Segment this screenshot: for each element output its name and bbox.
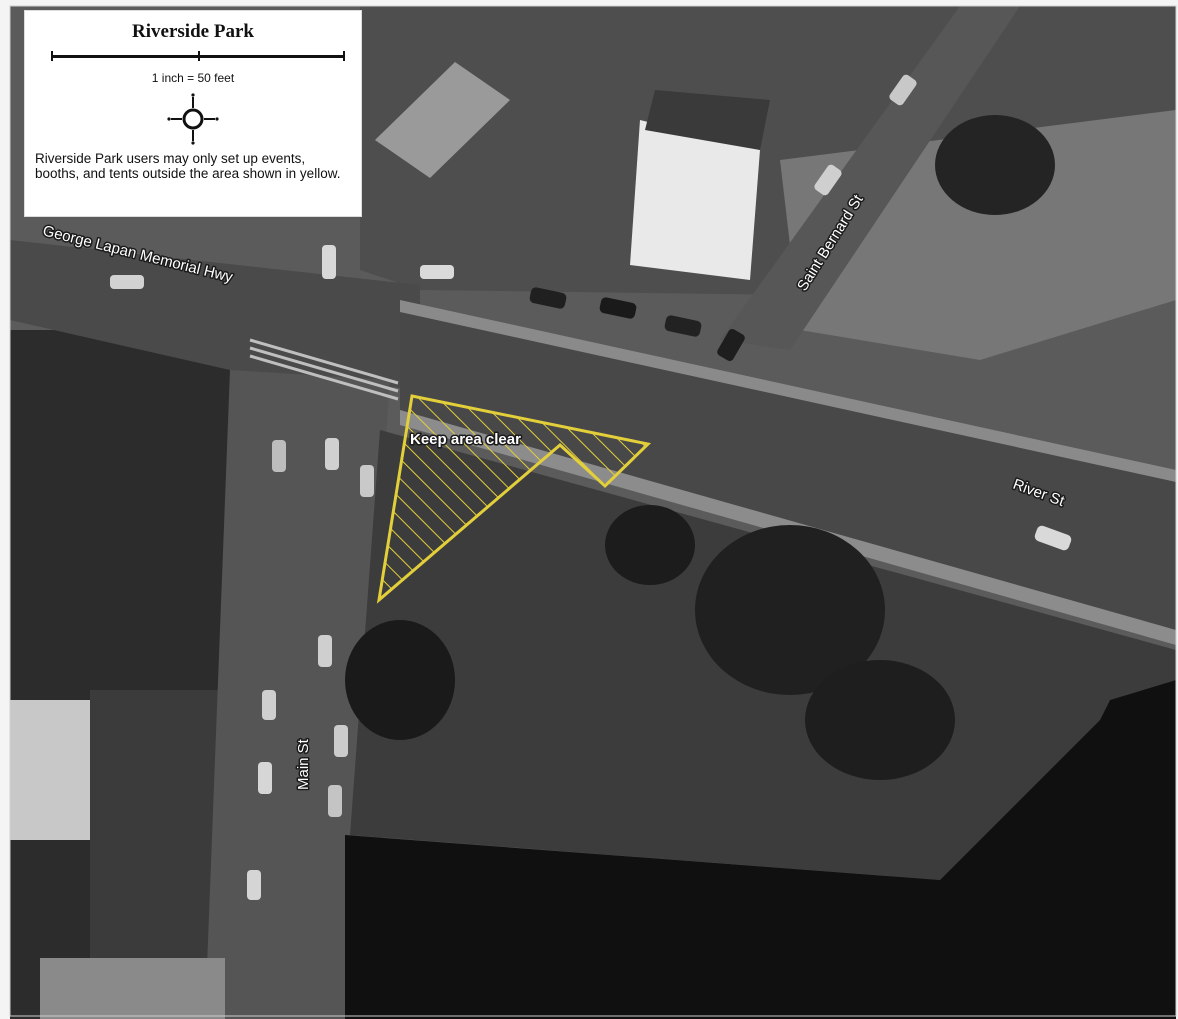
sidewalk-north — [400, 300, 1176, 482]
street-label-main: Main St — [295, 738, 312, 790]
tree-cluster — [805, 660, 955, 780]
scale-tick — [198, 51, 200, 61]
southwest-building — [40, 958, 225, 1019]
car — [420, 265, 454, 279]
car — [1034, 525, 1072, 551]
saint-bernard-road — [720, 6, 1020, 350]
compass-rose-icon — [167, 93, 219, 145]
tree-cluster — [695, 525, 885, 695]
car — [318, 635, 332, 667]
car — [262, 690, 276, 720]
car — [272, 440, 286, 472]
car — [529, 287, 567, 309]
car — [889, 74, 917, 106]
river-water — [345, 680, 1176, 1019]
car — [664, 315, 702, 337]
map-border — [9, 5, 1177, 1017]
car — [334, 725, 348, 757]
tree-cluster — [345, 620, 455, 740]
scale-tick — [51, 51, 53, 61]
car — [110, 275, 144, 289]
map-legend: Riverside Park 1 inch = 50 feet Riversid… — [24, 10, 362, 217]
main-street-road — [205, 370, 390, 1019]
west-building-lower — [10, 700, 100, 840]
car — [328, 785, 342, 817]
car — [325, 438, 339, 470]
parking-structure — [375, 62, 510, 178]
car — [258, 762, 272, 794]
building-top — [645, 90, 770, 150]
tree-cluster — [935, 115, 1055, 215]
scale-bar — [51, 49, 345, 65]
tree-cluster — [605, 505, 695, 585]
crosswalk — [249, 338, 399, 401]
car — [717, 328, 745, 362]
scale-text: 1 inch = 50 feet — [151, 71, 235, 85]
car — [247, 870, 261, 900]
car — [599, 297, 637, 319]
car — [814, 164, 842, 196]
river-street-road — [400, 300, 1176, 640]
scale-tick — [343, 51, 345, 61]
car — [360, 465, 374, 497]
keep-clear-area[interactable] — [376, 394, 652, 604]
car — [322, 245, 336, 279]
white-building — [630, 120, 760, 280]
keep-clear-label: Keep area clear — [410, 431, 521, 448]
legend-note: Riverside Park users may only set up eve… — [35, 151, 341, 181]
legend-title: Riverside Park — [132, 21, 254, 42]
